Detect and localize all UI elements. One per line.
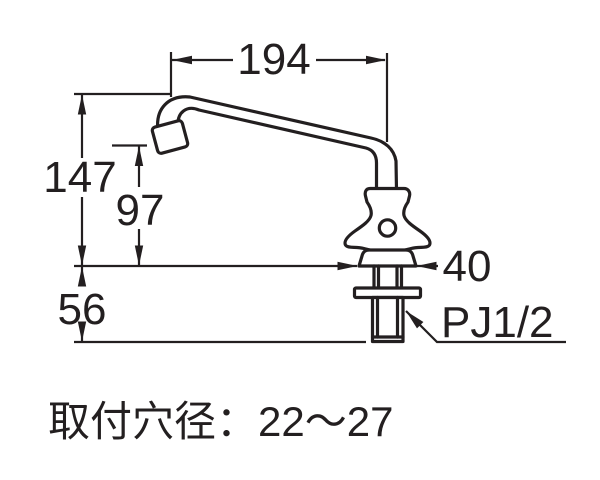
aerator-icon <box>150 119 190 155</box>
dim-label-147: 147 <box>43 153 116 202</box>
dim-label-40: 40 <box>443 242 492 291</box>
thread-label: PJ1/2 <box>441 298 554 347</box>
dimension-overall-height: 147 <box>43 92 172 266</box>
spout-inner-line <box>176 106 379 192</box>
arrow-up-icon <box>134 146 144 166</box>
faucet-base <box>357 248 418 268</box>
faucet-drawing <box>150 95 432 344</box>
dimension-spout-reach: 194 <box>169 35 389 142</box>
arrow-upleft-icon <box>406 311 424 329</box>
mounting-hole-note: 取付穴径：22〜27 <box>48 398 393 445</box>
dimension-base-width: 40 <box>74 242 491 291</box>
dimension-shank-length: 56 <box>58 266 366 344</box>
arrow-up-icon <box>77 266 87 287</box>
arrow-down-icon <box>77 245 87 266</box>
arrow-left-icon <box>172 55 192 65</box>
arrow-right-icon <box>337 261 358 271</box>
arrow-down-icon <box>134 245 144 266</box>
faucet-neck <box>372 264 404 290</box>
handle-hole <box>377 218 398 238</box>
dim-label-56: 56 <box>58 285 107 334</box>
arrow-left-icon <box>416 261 437 271</box>
arrow-down-icon <box>77 321 87 342</box>
threaded-shank <box>370 295 405 344</box>
arrow-right-icon <box>366 55 386 65</box>
spout-outer-line <box>156 95 399 192</box>
dim-label-194: 194 <box>237 35 310 84</box>
thread-callout: PJ1/2 <box>405 298 566 347</box>
arrow-up-icon <box>77 94 87 115</box>
dim-label-97: 97 <box>116 186 165 235</box>
dimension-spout-height: 97 <box>112 144 165 266</box>
